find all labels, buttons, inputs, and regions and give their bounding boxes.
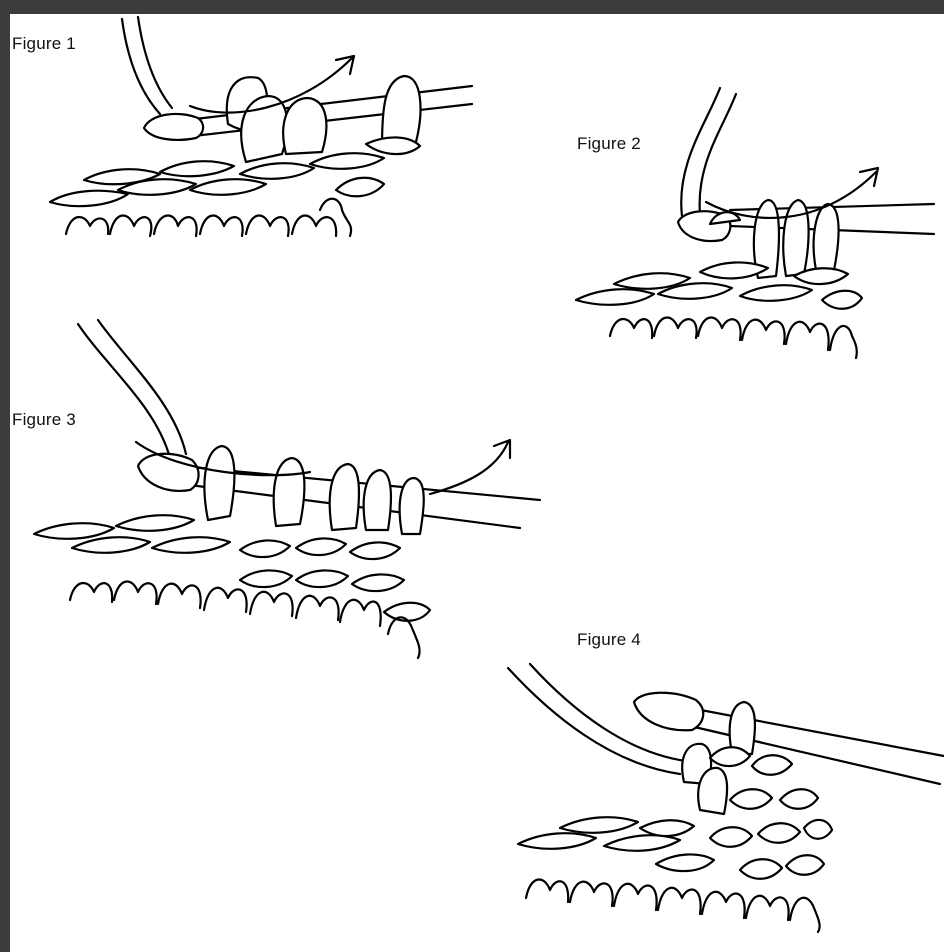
- figure-4-stitch-legs: [526, 880, 820, 932]
- figure-2-drawing: [576, 88, 934, 358]
- crochet-illustrations: [10, 14, 944, 952]
- figure-2-stitch-legs: [610, 318, 857, 358]
- diagram-canvas: Figure 1 Figure 2 Figure 3 Figure 4: [10, 14, 944, 952]
- figure-1-drawing: [50, 17, 472, 236]
- figure-1-stitch-row: [50, 137, 420, 206]
- figure-4-drawing: [508, 664, 944, 932]
- figure-1-stitch-legs: [66, 199, 351, 236]
- figure-3-stitch-legs: [70, 582, 420, 658]
- figure-2-stitch-row: [576, 262, 862, 308]
- figure-4-stitch-row: [518, 817, 714, 871]
- figure-3-hook-loops: [204, 446, 423, 534]
- figure-3-drawing: [34, 320, 540, 658]
